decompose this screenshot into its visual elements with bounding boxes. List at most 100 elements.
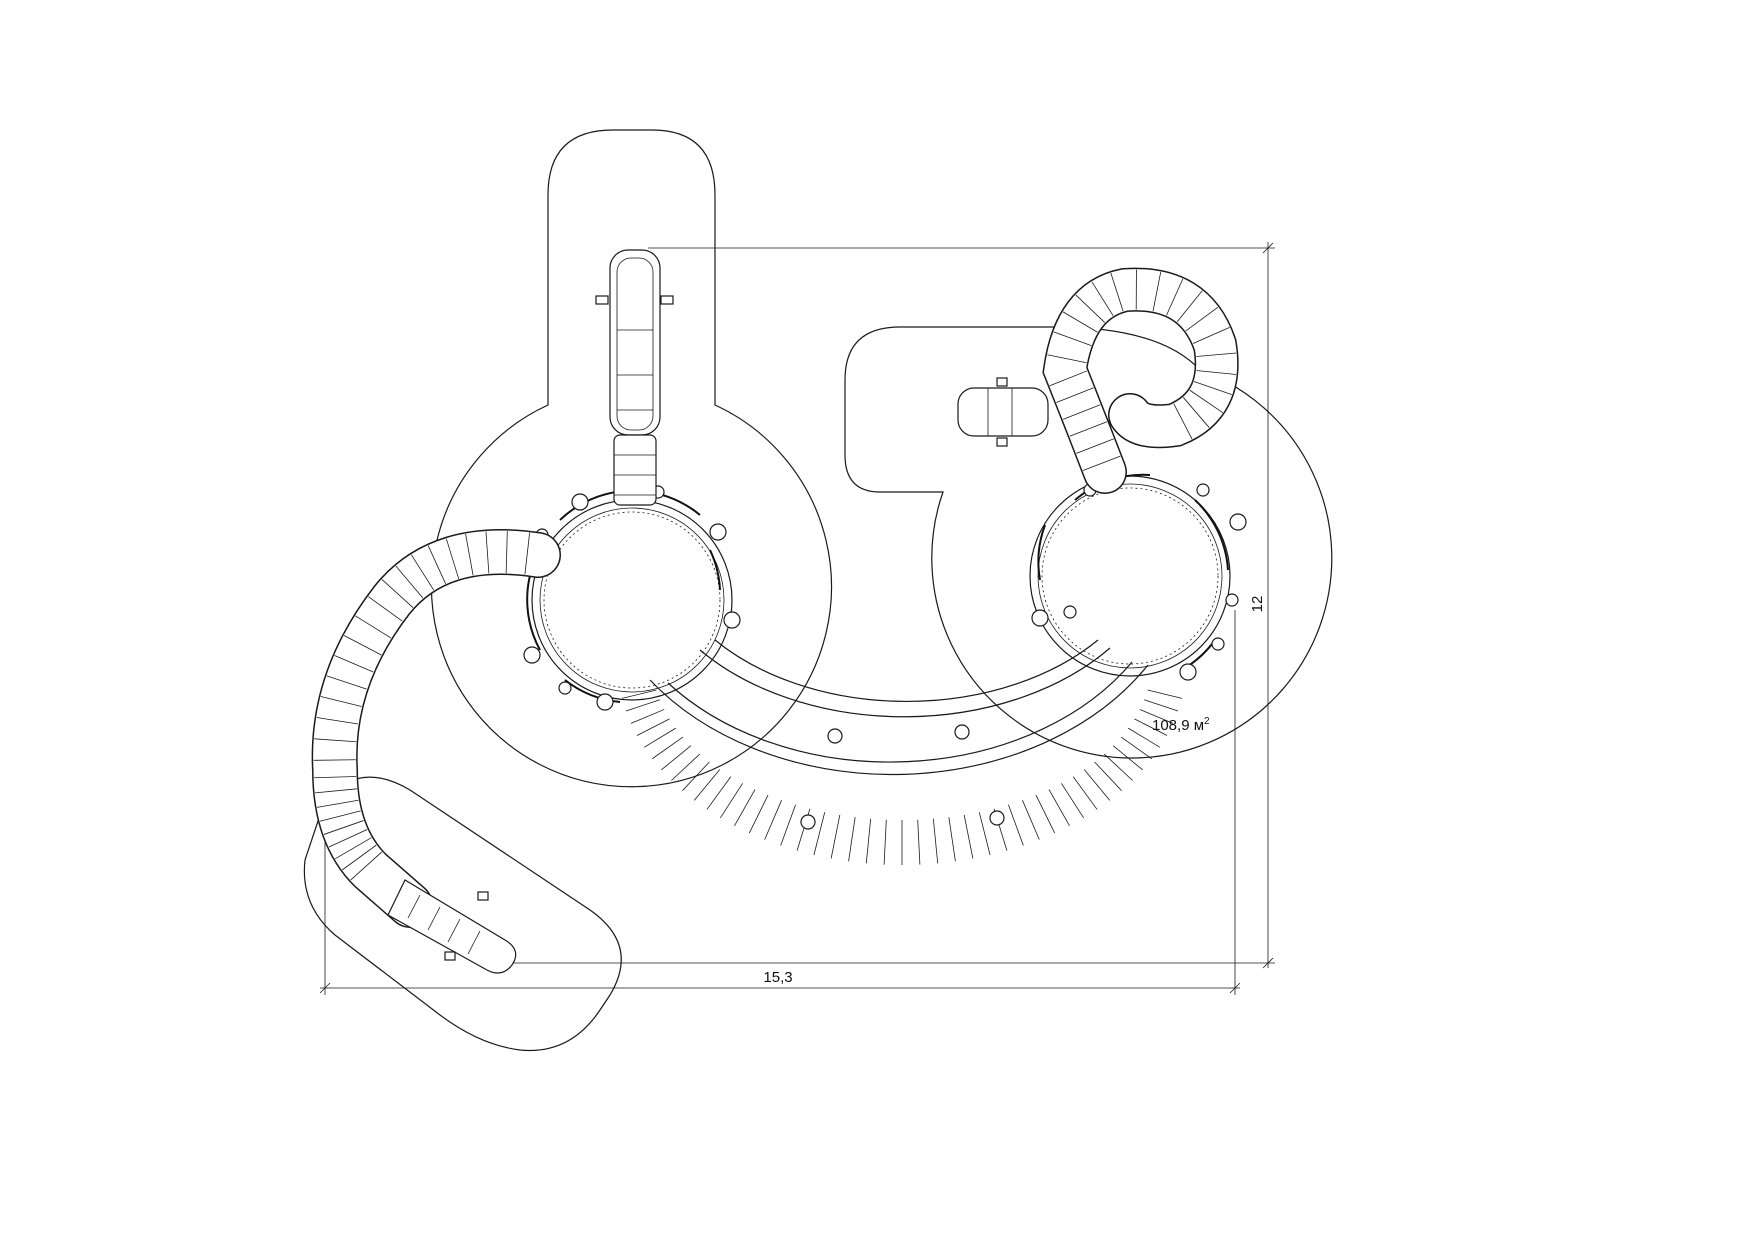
tube-ring [1053, 331, 1092, 346]
width-dimension-label: 15,3 [763, 969, 792, 986]
tube-ring [1196, 352, 1237, 357]
tube-ring [524, 532, 531, 575]
bridge-plank [652, 736, 684, 760]
bridge-plank [706, 776, 732, 810]
tube-ring [342, 844, 377, 871]
tube-ring [445, 538, 460, 579]
tube-ring [1182, 397, 1210, 428]
tube-ring [427, 545, 446, 584]
right-tower-railing [1037, 473, 1229, 669]
tube-ring [410, 554, 435, 591]
safety-zone-bottom-left-outline [303, 776, 622, 1052]
tube-ring [314, 738, 357, 743]
tube-ring [1193, 381, 1232, 395]
bridge-plank [719, 783, 743, 819]
right-slide-exit [957, 377, 1049, 447]
tube-ring [1176, 290, 1203, 323]
bridge-plank [813, 812, 826, 856]
tube-ring [334, 837, 372, 860]
bridge-plank [1061, 783, 1085, 819]
right-tube-rings [1047, 269, 1237, 471]
area-unit-superscript: 2 [1204, 716, 1210, 727]
left-tube-slide [311, 529, 561, 974]
bridge-plank [1048, 789, 1070, 827]
bridge-plank [1035, 794, 1056, 834]
bridge-plank [1103, 753, 1133, 781]
tube-ring [1192, 326, 1230, 344]
tube-ring [1196, 370, 1237, 375]
bridge-plank [643, 727, 677, 748]
bridge-plank [748, 794, 769, 834]
bridge-plank [671, 753, 701, 781]
bridge-plank [1144, 699, 1179, 712]
left-tower-platform [523, 485, 741, 711]
tube-ring [1185, 306, 1219, 332]
bridge-plank [682, 761, 710, 791]
tube-ring [1056, 387, 1094, 403]
left-tube-rings [313, 531, 531, 881]
bridge-plank [1094, 761, 1122, 791]
bridge-plank [948, 817, 956, 862]
tube-ring [314, 776, 357, 779]
bridge-posts [800, 724, 1005, 830]
tube-ring [1075, 294, 1106, 323]
tube-ring [505, 531, 508, 574]
tube-ring [316, 717, 359, 725]
area-value: 108,9 м [1152, 717, 1205, 734]
tube-ring [395, 565, 424, 599]
curved-bridge [621, 639, 1183, 865]
tube-ring [334, 655, 374, 673]
bridge-plank [1072, 776, 1098, 810]
bridge-plank [625, 699, 660, 712]
bridge-plank [830, 814, 841, 859]
bridge-plank [1008, 804, 1024, 846]
tube-ring [1047, 354, 1087, 364]
bridge-plank [1134, 718, 1168, 736]
tube-ring [313, 759, 356, 761]
bridge-plank [1147, 689, 1183, 699]
tube-ring [1076, 438, 1114, 454]
tube-ring [485, 531, 490, 574]
bridge-plank [661, 745, 692, 771]
bridge-plank [780, 804, 796, 846]
bridge-plank [621, 689, 657, 699]
right-tube-slide [957, 267, 1239, 494]
tube-ring [465, 533, 474, 576]
tube-ring [328, 829, 368, 848]
bridge-plank [1139, 709, 1174, 724]
tube-ring [1110, 272, 1124, 312]
bridge-plank [764, 800, 782, 840]
tube-ring [1062, 404, 1101, 420]
bridge-planks [621, 689, 1183, 865]
tube-ring [1152, 271, 1162, 312]
tube-ring [1166, 278, 1184, 316]
bridge-plank [848, 817, 856, 862]
tube-ring [343, 635, 382, 656]
tube-ring [316, 799, 359, 808]
tube-ring [1082, 455, 1121, 471]
bridge-plank [636, 718, 670, 736]
bridge-plank [1112, 745, 1143, 771]
bridge-plank [734, 789, 756, 827]
tube-ring [323, 820, 364, 835]
bridge-plank [1083, 769, 1111, 801]
tube-ring [1049, 370, 1088, 387]
tube-ring [1069, 421, 1108, 437]
tube-ring [355, 615, 392, 639]
dimension-lines [319, 242, 1275, 995]
bridge-plank [978, 812, 991, 856]
tube-ring [315, 788, 357, 794]
tube-ring [1091, 281, 1114, 316]
left-slide-exit [387, 879, 517, 974]
bridge-plank [1022, 800, 1040, 840]
bridge-plank [917, 819, 921, 865]
tube-ring [381, 579, 414, 608]
bridge-plank [630, 709, 665, 724]
tube-ring [368, 596, 403, 622]
tube-ring [1062, 311, 1098, 333]
bridge-plank [932, 818, 939, 864]
right-tower-platform [1029, 473, 1247, 681]
bridge-plank [1127, 727, 1161, 748]
tube-ring [350, 851, 383, 881]
